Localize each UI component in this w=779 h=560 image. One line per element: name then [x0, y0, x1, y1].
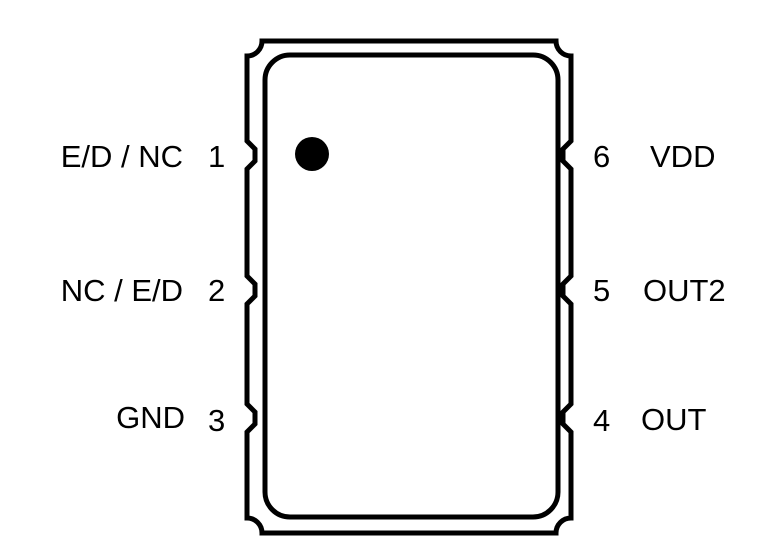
pin-6-name: VDD — [650, 139, 716, 174]
pin-3-name: GND — [116, 400, 185, 435]
pin-2-name: NC / E/D — [60, 273, 183, 308]
pin1-indicator-dot — [295, 137, 329, 171]
pin-4-number: 4 — [593, 403, 611, 438]
pin-2-number: 2 — [208, 273, 226, 308]
pin-1-name: E/D / NC — [60, 139, 183, 174]
package-body-inner — [262, 52, 561, 520]
pin-5-number: 5 — [593, 273, 611, 308]
package-body-outer — [244, 38, 574, 536]
pin-5-name: OUT2 — [643, 273, 726, 308]
pin-3-number: 3 — [208, 403, 226, 438]
pin-1-number: 1 — [208, 139, 226, 174]
pin-6-number: 6 — [593, 139, 611, 174]
pin-4-name: OUT — [641, 402, 707, 437]
